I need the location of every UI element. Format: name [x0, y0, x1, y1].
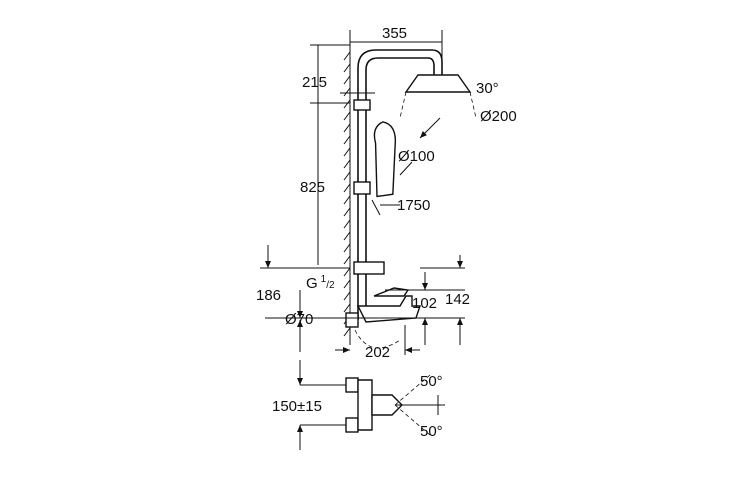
- hand-shower: [371, 121, 397, 216]
- dim-rail-length: 825: [300, 179, 325, 196]
- dim-lever-angle-bottom: 50°: [420, 423, 443, 440]
- dim-head-height: 215: [302, 74, 327, 91]
- dim-arm-length: 355: [382, 25, 407, 42]
- dim-spout-projection: 202: [365, 344, 390, 361]
- head-shower: [399, 74, 477, 119]
- dim-hose-length: 1750: [397, 197, 430, 214]
- dim-escutcheon-diameter: Ø70: [285, 311, 313, 328]
- wall: [343, 45, 351, 345]
- dim-centers: 150±15: [272, 398, 322, 415]
- mixer-plan-view: [297, 360, 445, 450]
- dim-lever-height: 142: [445, 291, 470, 308]
- shower-riser: [353, 49, 443, 320]
- dim-head-angle: 30°: [476, 80, 499, 97]
- dim-mixer-height: 186: [256, 287, 281, 304]
- dim-spout-height: 102: [412, 295, 437, 312]
- dim-lever-angle-top: 50°: [420, 373, 443, 390]
- dim-hand-shower-diameter: Ø100: [398, 148, 435, 165]
- dim-head-diameter: Ø200: [480, 108, 517, 125]
- dimension-lines: [260, 30, 465, 355]
